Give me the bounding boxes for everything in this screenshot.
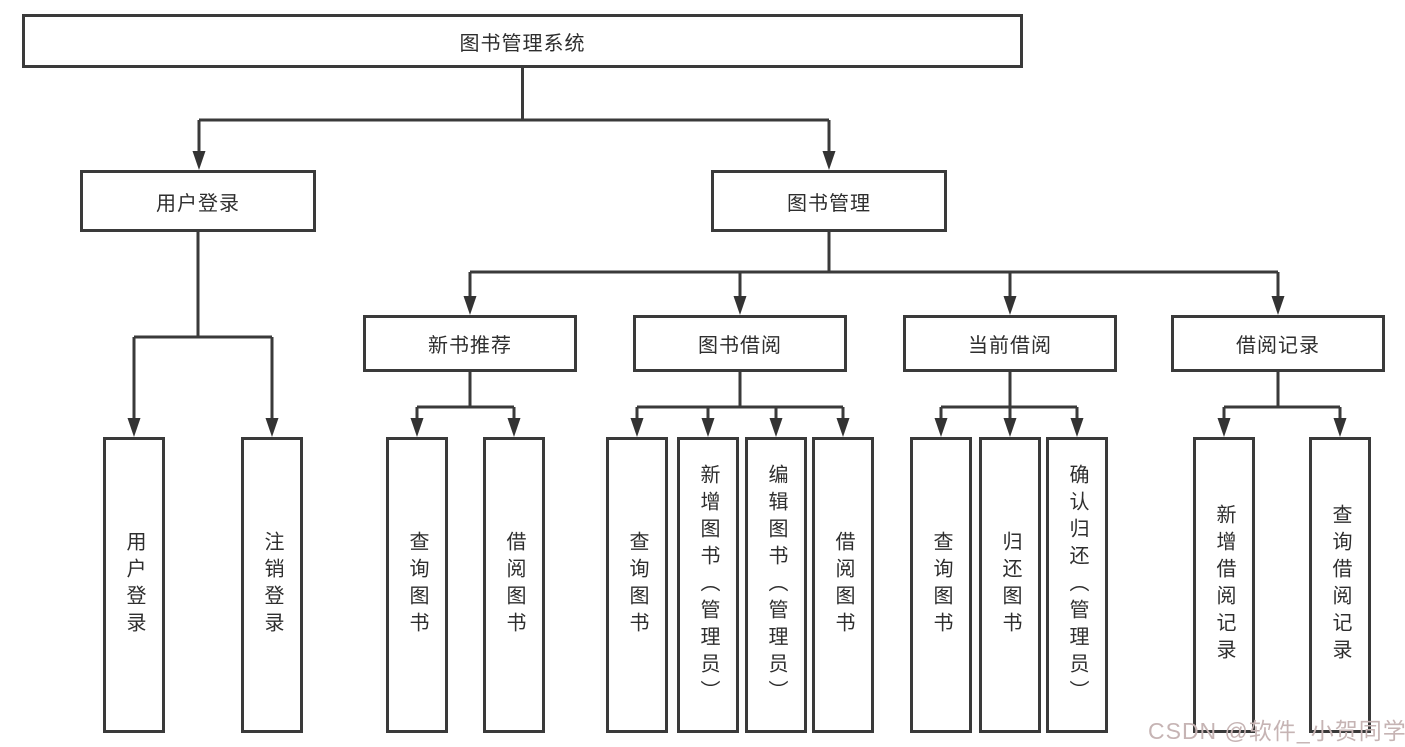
node-user-login: 用户登录 (80, 170, 316, 232)
node-root-label: 图书管理系统 (459, 32, 586, 55)
book-management-connectors (463, 232, 1285, 315)
leaf-newbooks-query-books-label: 查询图书 (406, 531, 428, 639)
leaf-borrowing-add-books: 新增图书（管理员） (677, 437, 739, 733)
node-current-borrow: 当前借阅 (903, 315, 1117, 372)
user-login-connectors (127, 232, 279, 437)
leaf-logout: 注销登录 (241, 437, 303, 733)
csdn-watermark: CSDN @软件_小贺同学 (1148, 718, 1405, 744)
node-user-login-label: 用户登录 (156, 192, 240, 215)
leaf-user-login: 用户登录 (103, 437, 165, 733)
leaf-current-return-books-label: 归还图书 (999, 531, 1021, 639)
node-borrow-records-label: 借阅记录 (1236, 335, 1320, 357)
node-book-management-label: 图书管理 (787, 192, 871, 215)
leaf-newbooks-borrow-books-label: 借阅图书 (503, 531, 525, 639)
leaf-borrowing-borrow-books-label: 借阅图书 (832, 531, 854, 639)
leaf-logout-label: 注销登录 (261, 531, 283, 639)
node-new-books-label: 新书推荐 (428, 335, 512, 357)
leaf-borrowing-add-books-label: 新增图书（管理员） (697, 463, 719, 707)
leaf-current-return-books: 归还图书 (979, 437, 1041, 733)
leaf-borrowing-borrow-books: 借阅图书 (812, 437, 874, 733)
leaf-current-confirm-return-label: 确认归还（管理员） (1066, 463, 1088, 707)
node-borrowing: 图书借阅 (633, 315, 847, 372)
leaf-user-login-label: 用户登录 (123, 531, 145, 639)
leaf-newbooks-query-books: 查询图书 (386, 437, 448, 733)
leaf-current-confirm-return: 确认归还（管理员） (1046, 437, 1108, 733)
leaf-records-query-record: 查询借阅记录 (1309, 437, 1371, 733)
leaf-records-query-record-label: 查询借阅记录 (1329, 504, 1351, 666)
node-current-borrow-label: 当前借阅 (968, 335, 1052, 357)
leaf-borrowing-edit-books-label: 编辑图书（管理员） (765, 463, 787, 707)
current-borrow-connectors (934, 372, 1084, 437)
node-borrowing-label: 图书借阅 (698, 335, 782, 357)
leaf-borrowing-query-books: 查询图书 (606, 437, 668, 733)
leaf-records-add-record: 新增借阅记录 (1193, 437, 1255, 733)
node-new-books: 新书推荐 (363, 315, 577, 372)
leaf-borrowing-query-books-label: 查询图书 (626, 531, 648, 639)
leaf-records-add-record-label: 新增借阅记录 (1213, 504, 1235, 666)
records-connectors (1217, 372, 1347, 437)
leaf-borrowing-edit-books: 编辑图书（管理员） (745, 437, 807, 733)
root-connectors (192, 68, 836, 170)
leaf-current-query-books-label: 查询图书 (930, 531, 952, 639)
leaf-newbooks-borrow-books: 借阅图书 (483, 437, 545, 733)
node-borrow-records: 借阅记录 (1171, 315, 1385, 372)
borrowing-connectors (630, 372, 850, 437)
node-root: 图书管理系统 (22, 14, 1023, 68)
new-books-connectors (410, 372, 521, 437)
leaf-current-query-books: 查询图书 (910, 437, 972, 733)
node-book-management: 图书管理 (711, 170, 947, 232)
